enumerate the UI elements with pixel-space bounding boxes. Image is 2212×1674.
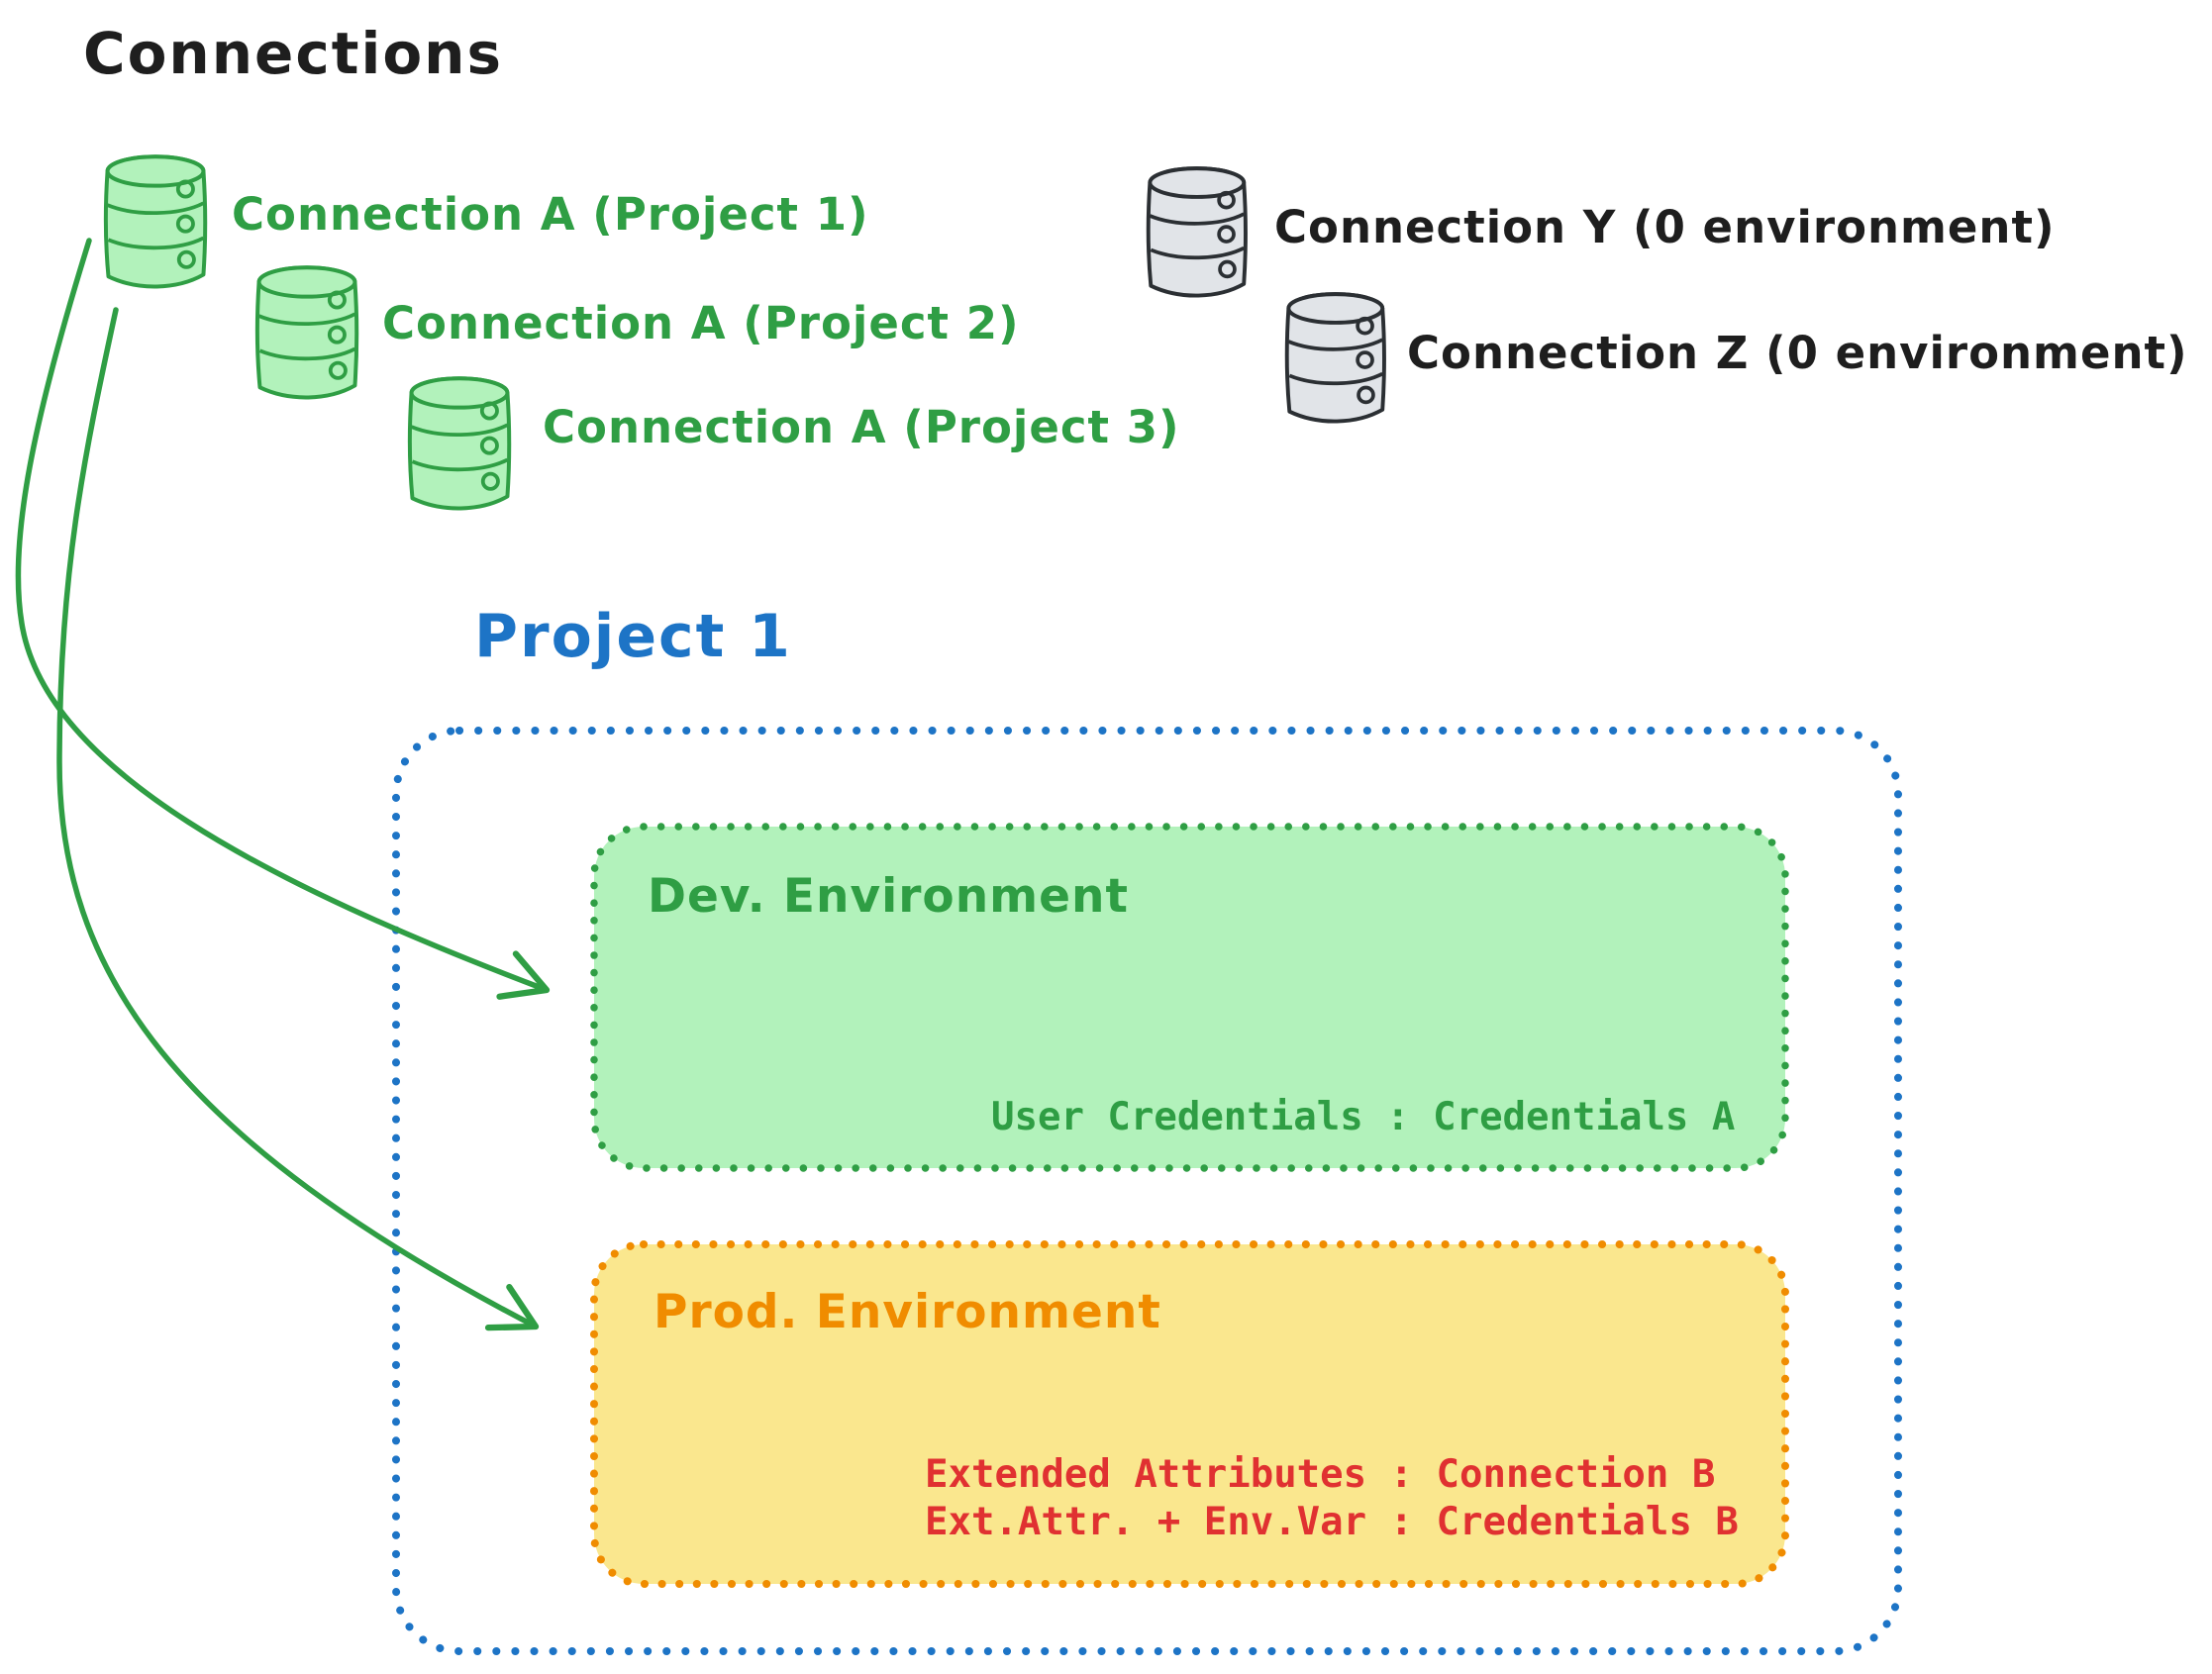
database-icon-connection-y [1146,166,1248,298]
dev-environment-credentials-line: User Credentials : Credentials A [991,1095,1736,1139]
database-icon-connection-a-project-3 [407,376,512,511]
arrow-connection-a-to-dev [15,238,551,1000]
label-connection-a-project-1: Connection A (Project 1) [232,188,869,241]
prod-environment-connection-line: Extended Attributes : Connection B [925,1452,1716,1497]
prod-environment-title: Prod. Environment [654,1285,1161,1339]
prod-environment-credentials-line: Ext.Attr. + Env.Var : Credentials B [925,1500,1739,1544]
database-icon-connection-a-project-1 [103,154,208,289]
database-icon-connection-z [1284,292,1386,424]
diagram-title: Connections [83,20,503,87]
database-icon-connection-a-project-2 [254,265,359,400]
prod-environment-bindings: Extended Attributes : Connection B Ext.A… [925,1451,1739,1546]
label-connection-z: Connection Z (0 environment) [1407,327,2188,379]
arrow-connection-a-to-prod [56,307,540,1331]
label-connection-a-project-3: Connection A (Project 3) [543,401,1180,453]
label-connection-a-project-2: Connection A (Project 2) [382,297,1020,349]
label-connection-y: Connection Y (0 environment) [1274,201,2056,253]
project-title: Project 1 [474,602,792,671]
dev-environment-title: Dev. Environment [648,869,1129,924]
